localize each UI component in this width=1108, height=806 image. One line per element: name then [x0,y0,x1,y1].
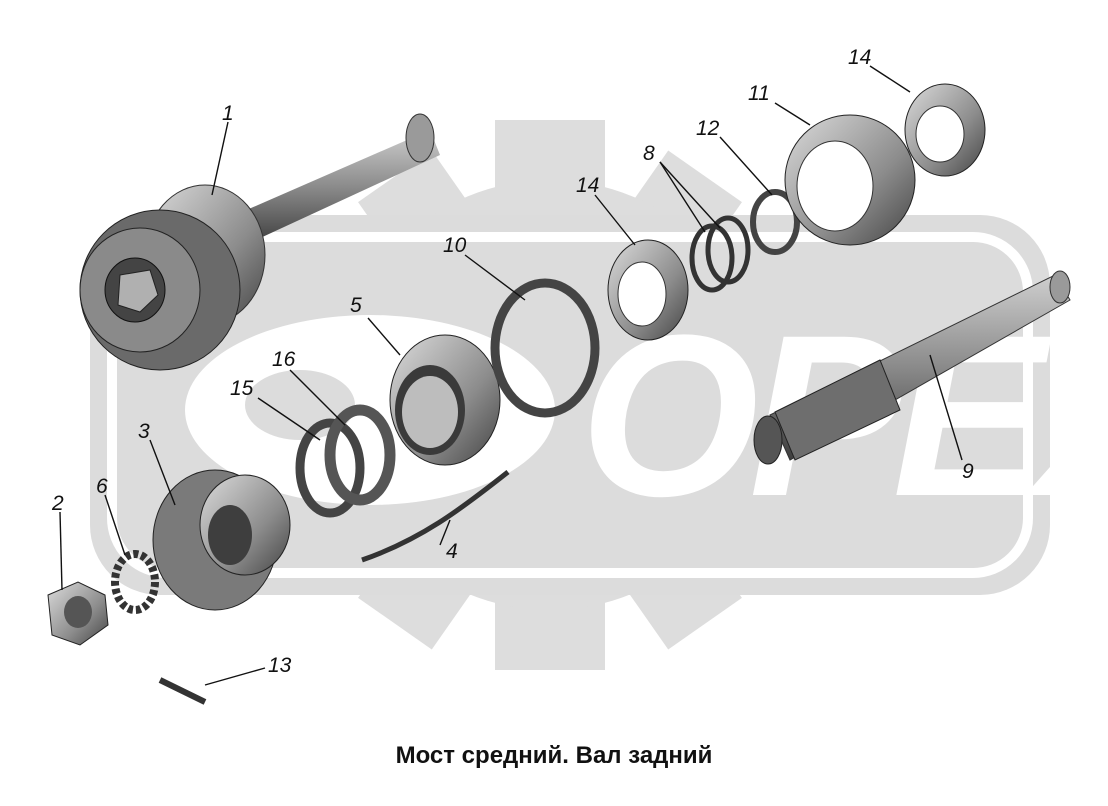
part-3-flange [152,469,291,611]
part-13-cotter-pin [158,677,207,705]
callout-12: 12 [696,117,720,140]
leader-lines [59,65,963,686]
callout-9: 9 [962,460,974,483]
part-11-housing [784,114,916,246]
part-14-bearing-upper [904,83,986,177]
part-4-locking-wire [361,470,510,563]
part-15-ring [295,418,365,518]
callout-3: 3 [138,420,150,443]
callout-4: 4 [446,540,458,563]
part-10-gasket [490,278,600,418]
part-1-shaft-with-flange [79,113,440,371]
part-9-rear-shaft [753,270,1071,465]
callout-1: 1 [222,102,234,125]
callout-2: 2 [51,492,64,515]
diagram-caption: Мост средний. Вал задний [395,742,713,769]
part-6-lock-washer [111,550,159,614]
callout-14-upper: 14 [848,46,871,69]
callout-13: 13 [268,654,292,677]
watermark-banner-inner [107,232,1033,578]
callout-16: 16 [272,348,296,371]
callout-6: 6 [96,475,108,498]
callout-5: 5 [350,294,362,317]
callout-10: 10 [443,234,467,257]
part-2-nut [47,581,109,646]
callout-15: 15 [230,377,254,400]
part-5-bearing-housing [389,334,501,466]
callout-11: 11 [748,82,770,105]
part-12-ring [750,189,800,255]
callouts: 1 2 3 4 5 6 8 9 10 11 12 13 14 14 15 16 [51,46,974,677]
callout-14-lower: 14 [576,174,599,197]
callout-8: 8 [643,142,655,165]
part-14-bearing-lower [607,239,689,341]
part-16-ring [324,404,396,506]
part-8-rings [689,215,751,293]
